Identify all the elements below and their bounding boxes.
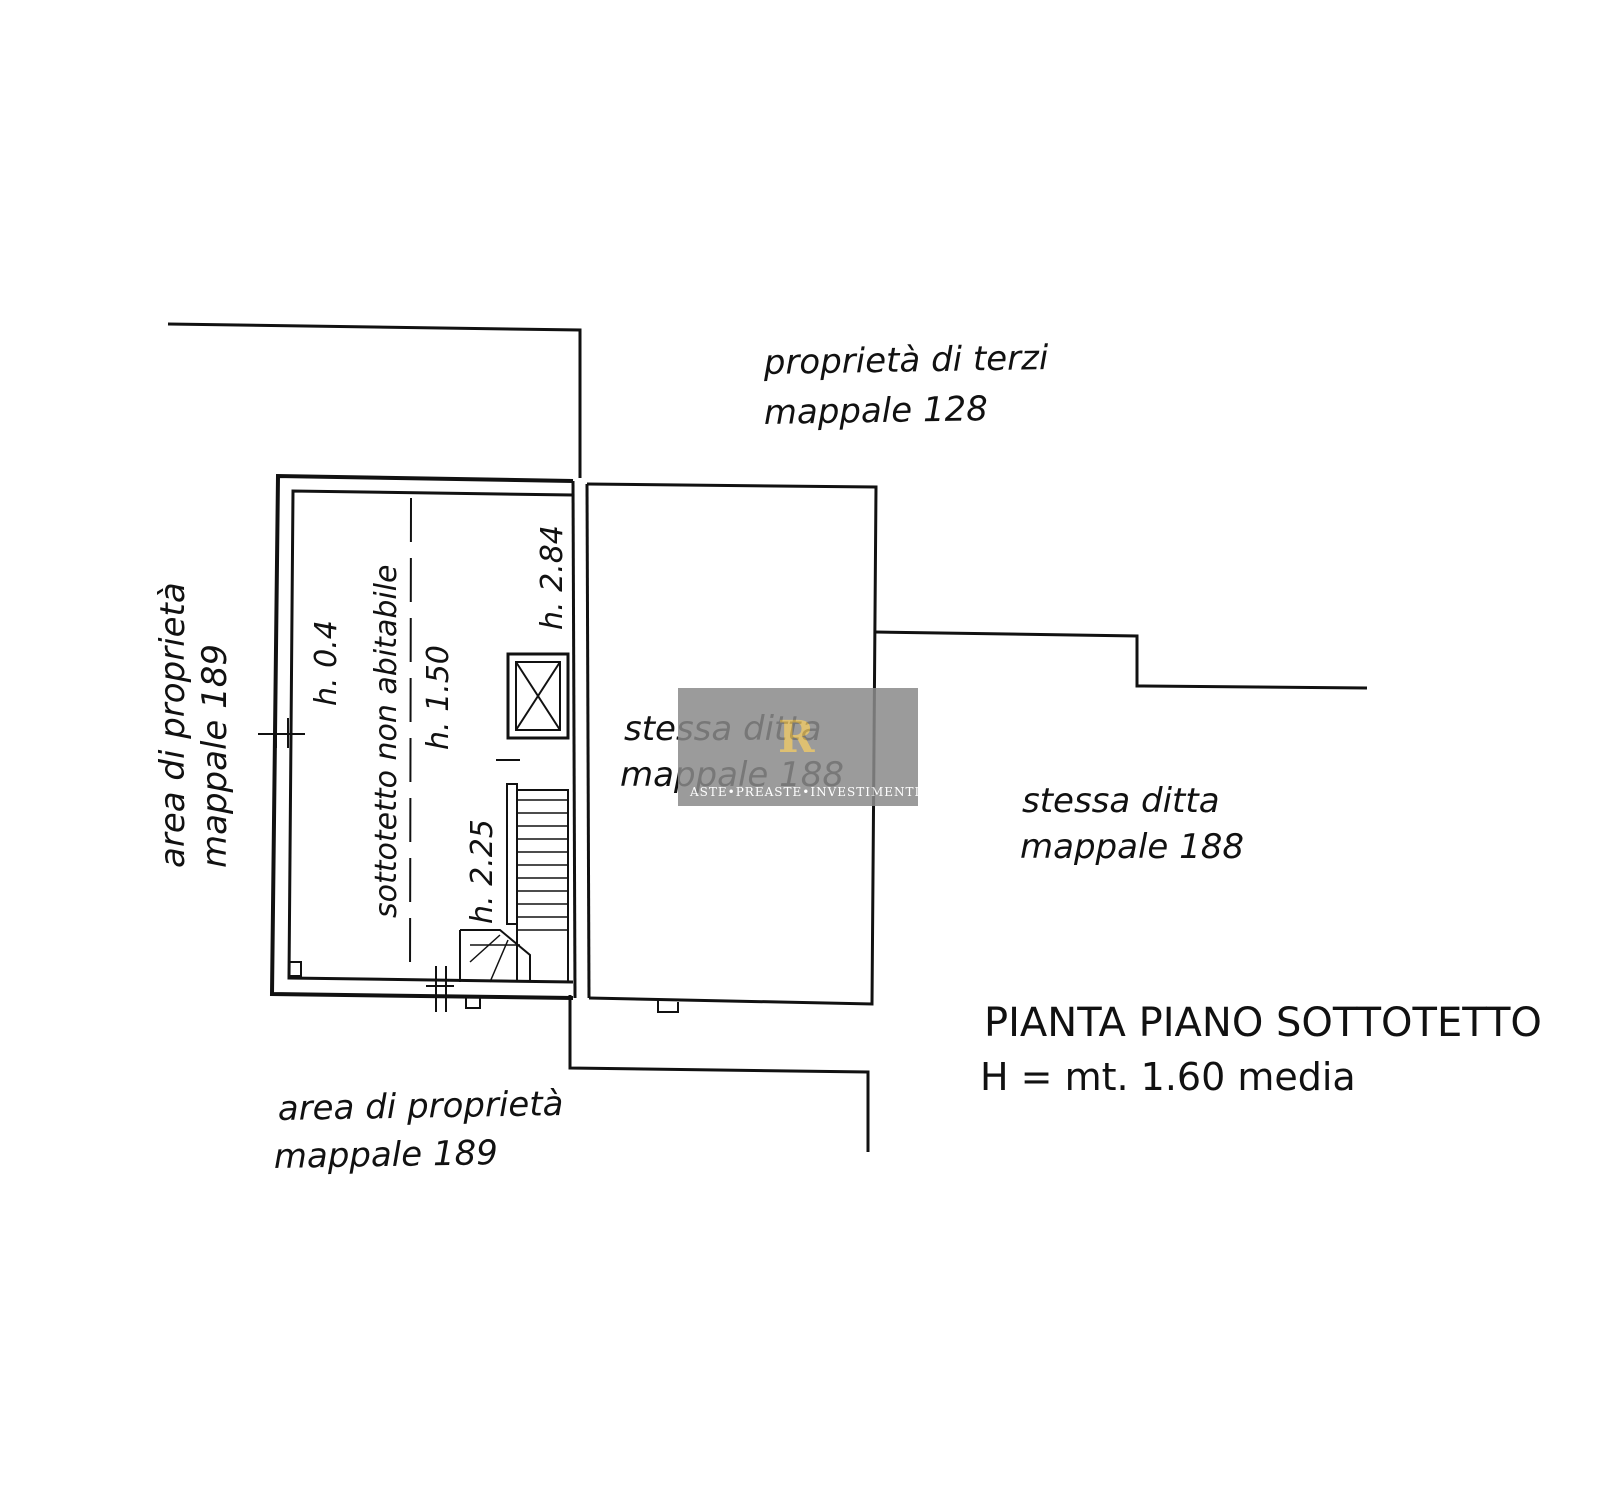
wall-bump — [657, 1000, 679, 1013]
boundary-south — [568, 995, 870, 1152]
label-height-mid: h. 1.50 — [421, 645, 456, 750]
label-east-parcel: mappale 188 — [1020, 827, 1244, 867]
corner-marker — [288, 961, 302, 977]
party-wall-outer — [571, 480, 577, 999]
openings — [258, 718, 520, 1012]
label-height-low: h. 0.4 — [309, 620, 344, 706]
staircase-icon — [459, 783, 569, 983]
boundary-north — [167, 322, 582, 478]
label-west-owner: area di proprietà — [153, 582, 193, 868]
watermark-logo: R — [778, 712, 815, 763]
label-height-high: h. 2.84 — [535, 525, 570, 630]
label-height-stair: h. 2.25 — [465, 819, 500, 924]
label-north-parcel: mappale 128 — [763, 389, 988, 433]
height-line-1-50 — [409, 497, 412, 979]
watermark-text: ASTE•PREASTE•INVESTIMENTI — [689, 785, 920, 799]
stair-treads — [517, 799, 568, 931]
watermark: R ASTE•PREASTE•INVESTIMENTI — [678, 688, 920, 806]
plan-title: PIANTA PIANO SOTTOTETTO — [984, 1000, 1542, 1046]
label-south-owner: area di proprietà — [277, 1084, 563, 1129]
label-room-name: sottotetto non abitabile — [369, 565, 404, 919]
boundary-east — [874, 630, 1368, 690]
shaft-icon — [506, 652, 570, 740]
label-west-parcel: mappale 189 — [195, 644, 235, 868]
plan-average-height: H = mt. 1.60 media — [980, 1055, 1356, 1099]
label-north-owner: proprietà di terzi — [762, 338, 1049, 383]
label-south-parcel: mappale 189 — [273, 1133, 498, 1177]
party-wall-inner — [585, 483, 591, 999]
property-boundaries — [167, 322, 1368, 1152]
label-east-owner: stessa ditta — [1022, 781, 1220, 821]
